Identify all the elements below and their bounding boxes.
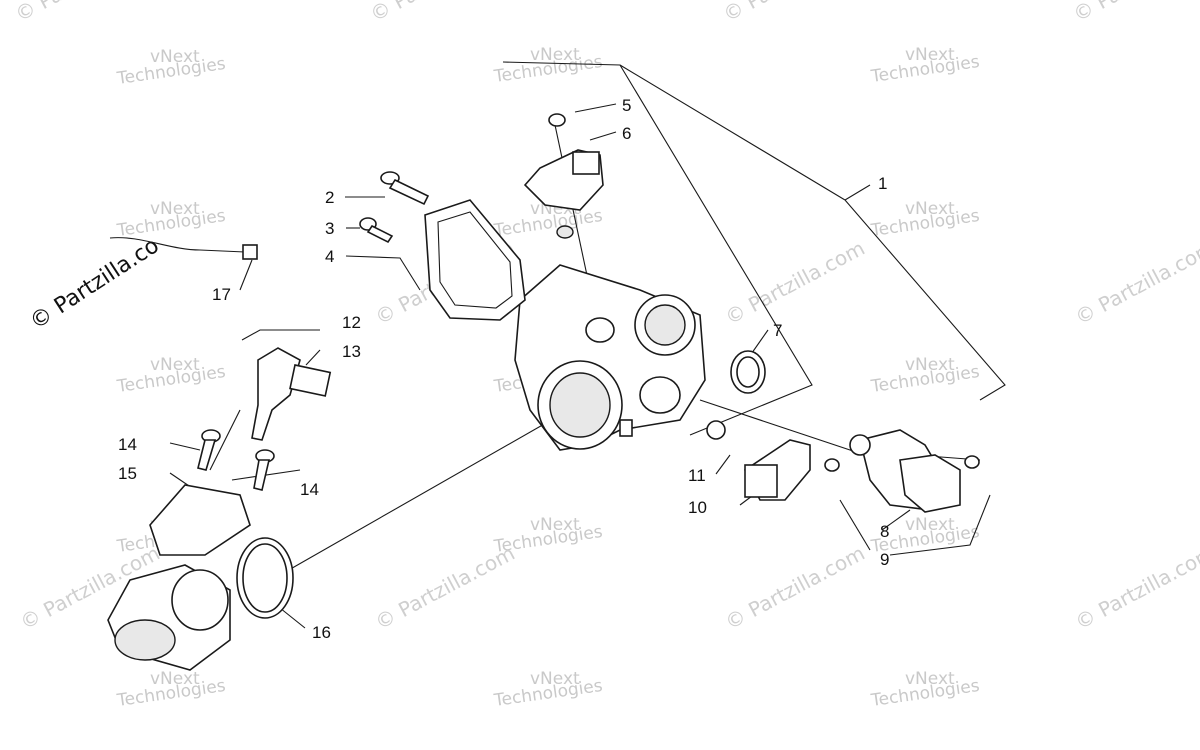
watermark-copyright: © Partzilla.com bbox=[366, 0, 514, 26]
assembly-bracket-line bbox=[619, 64, 846, 201]
watermark-brand: vNext bbox=[530, 45, 580, 65]
intake-boot-15 bbox=[107, 484, 251, 671]
callout-10: 10 bbox=[688, 498, 707, 517]
watermark-brand: vNext bbox=[530, 669, 580, 689]
screw-5 bbox=[548, 113, 566, 127]
assembly-bracket-line bbox=[844, 199, 1006, 401]
watermark-brand: vNext bbox=[905, 45, 955, 65]
watermark-brand: vNext bbox=[150, 355, 200, 375]
callout-9: 9 bbox=[880, 550, 889, 569]
watermark-copyright: © Partzilla.com bbox=[721, 541, 869, 635]
sensor-6-tip bbox=[556, 225, 574, 239]
watermark-copyright: © Partzilla.com bbox=[721, 236, 869, 330]
callout-4: 4 bbox=[325, 247, 334, 266]
sensor-10-plug bbox=[744, 464, 778, 498]
watermark-brand: vNext bbox=[150, 669, 200, 689]
callout-8: 8 bbox=[880, 522, 889, 541]
screw-2 bbox=[380, 171, 430, 206]
assembly-bracket-line bbox=[502, 61, 813, 436]
screw-9 bbox=[824, 455, 980, 472]
callout-17: 17 bbox=[212, 285, 231, 304]
watermark-brand: vNext bbox=[905, 515, 955, 535]
callout-7: 7 bbox=[773, 321, 782, 340]
callout-12: 12 bbox=[342, 313, 361, 332]
hose-clamp-16-inner bbox=[242, 543, 288, 613]
sensor-6-connector bbox=[572, 151, 600, 175]
watermark-copyright: © Partzilla.com bbox=[11, 0, 159, 26]
callout-13: 13 bbox=[342, 342, 361, 361]
copyright-side-label: © Partzilla.co bbox=[26, 233, 164, 335]
o-ring-7-inner bbox=[736, 356, 760, 388]
watermark-brand: vNext bbox=[150, 47, 200, 67]
callout-16: 16 bbox=[312, 623, 331, 642]
watermark-copyright: © Partzilla.com bbox=[1071, 541, 1200, 635]
watermark-brand: vNext bbox=[530, 515, 580, 535]
watermark-copyright: © Partzilla.com bbox=[719, 0, 867, 26]
callout-1: 1 bbox=[878, 174, 887, 193]
callout-3: 3 bbox=[325, 219, 334, 238]
watermark-brand: vNext bbox=[150, 199, 200, 219]
watermark-brand: vNext bbox=[905, 199, 955, 219]
callout-11: 11 bbox=[688, 466, 706, 485]
watermark-copyright: © Partzilla.com bbox=[371, 541, 519, 635]
watermark-brand: vNext bbox=[905, 669, 955, 689]
callout-5: 5 bbox=[622, 96, 631, 115]
watermark-copyright: © Partzilla.com bbox=[1069, 0, 1200, 26]
callout-6: 6 bbox=[622, 124, 631, 143]
o-ring-11 bbox=[706, 420, 726, 440]
watermark-brand: vNext bbox=[905, 355, 955, 375]
throttle-body bbox=[514, 264, 706, 451]
cover-gasket-inner bbox=[437, 211, 513, 309]
callout-2: 2 bbox=[325, 188, 334, 207]
fuel-injector-12 bbox=[251, 347, 332, 441]
cable-17 bbox=[109, 237, 246, 253]
screw-14 bbox=[197, 429, 275, 491]
callout-labels: 1 2 3 4 5 6 7 8 9 10 11 12 13 14 14 15 1… bbox=[118, 96, 889, 642]
callout-14: 14 bbox=[300, 480, 319, 499]
screw-3 bbox=[359, 217, 394, 244]
callout-14: 14 bbox=[118, 435, 137, 454]
idle-air-valve-8 bbox=[849, 429, 961, 513]
callout-15: 15 bbox=[118, 464, 137, 483]
cover-gasket bbox=[424, 199, 526, 321]
cable-17-connector bbox=[242, 244, 258, 260]
watermark-copyright: © Partzilla.com bbox=[1071, 236, 1200, 330]
